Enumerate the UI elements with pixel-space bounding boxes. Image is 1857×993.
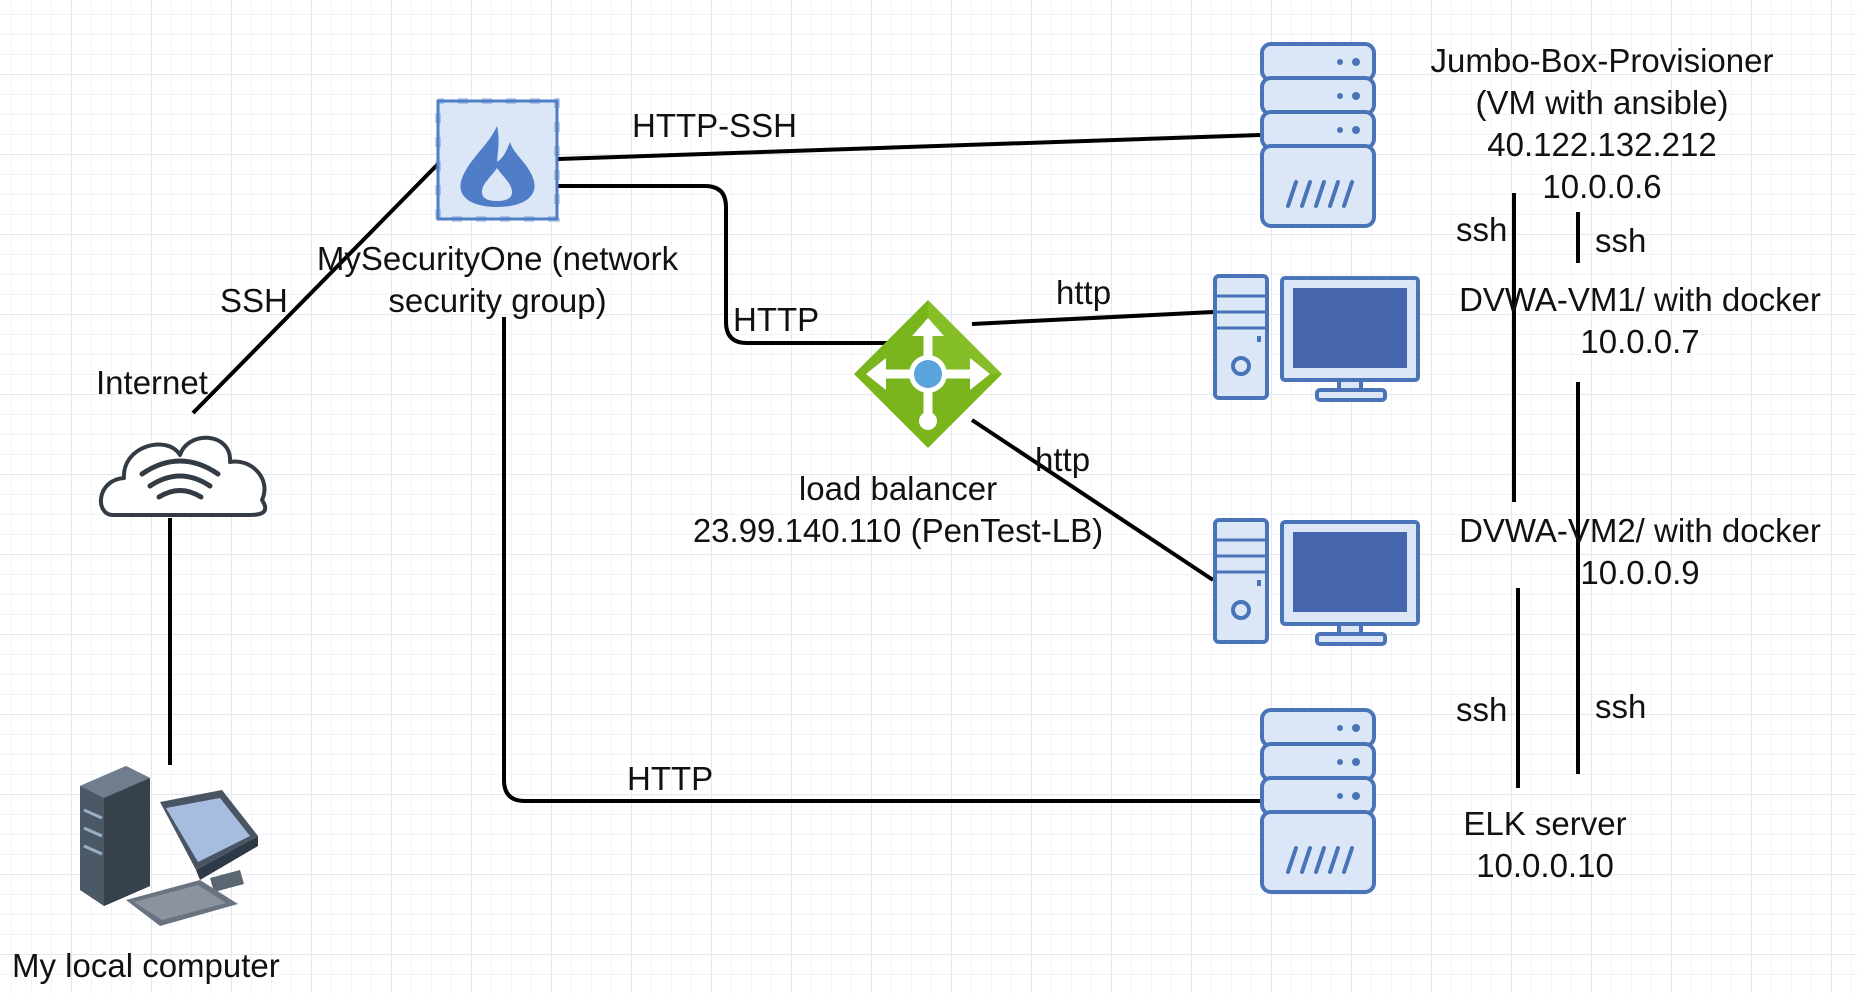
nsg-label-line2: security group) [388,282,607,319]
edge-label-nsg-lb: HTTP [733,301,820,338]
nsg-label-line1: MySecurityOne (network [316,240,679,277]
edge-label-lb-dvwa1: http [1056,274,1112,311]
jumpbox-label-line4: 10.0.0.6 [1542,168,1662,205]
edge-label-ssh-upper-left: ssh [1456,211,1508,248]
elk-label-line2: 10.0.0.10 [1476,847,1614,884]
jumpbox-label: Jumbo-Box-Provisioner (VM with ansible) … [1392,40,1812,208]
workstation-icon[interactable] [1213,274,1420,402]
workstation-icon[interactable] [1213,518,1420,646]
elk-label-line1: ELK server [1463,805,1627,842]
edge-label-lb-dvwa2: http [1035,441,1091,478]
jumpbox-label-line2: (VM with ansible) [1475,84,1729,121]
edge-internet-nsg [191,162,440,415]
elk-label: ELK server 10.0.0.10 [1345,803,1745,887]
edge-nsg-jumpbox [557,133,1261,161]
edge-label-nsg-jumpbox: HTTP-SSH [632,107,797,144]
edge-label-ssh-lower-right: ssh [1595,688,1647,725]
edge-label-ssh-lower-left: ssh [1456,691,1508,728]
cloud-wifi-icon[interactable] [99,435,268,517]
internet-label: Internet [96,364,208,401]
desktop-computer-icon[interactable] [80,766,258,926]
edge-label-nsg-elk: HTTP [627,760,714,797]
lb-label-line1: load balancer [798,470,998,507]
edge-nsg-lb [558,184,893,345]
edge-label-ssh-upper-right: ssh [1595,222,1647,259]
load-balancer-icon[interactable] [854,300,1002,448]
nsg-label: MySecurityOne (network security group) [270,238,725,322]
edge-nsg-elk [502,317,1260,803]
jumpbox-label-line1: Jumbo-Box-Provisioner [1430,42,1774,79]
jumpbox-label-line3: 40.122.132.212 [1487,126,1717,163]
edge-label-internet-nsg: SSH [220,282,288,319]
dvwa1-label-line1: DVWA-VM1/ with docker [1459,281,1821,318]
dvwa1-label: DVWA-VM1/ with docker 10.0.0.7 [1430,279,1850,363]
edge-lb-dvwa1 [971,310,1214,326]
network-security-group-icon[interactable] [435,98,560,222]
edge-lb-dvwa2 [970,418,1215,582]
load-balancer-label: load balancer 23.99.140.110 (PenTest-LB) [648,468,1148,552]
lb-label-line2: 23.99.140.110 (PenTest-LB) [692,512,1104,549]
dvwa1-label-line2: 10.0.0.7 [1580,323,1700,360]
local-computer-label: My local computer [12,947,280,984]
dvwa2-label-line2: 10.0.0.9 [1580,554,1700,591]
server-icon[interactable] [1260,42,1376,228]
dvwa2-label: DVWA-VM2/ with docker 10.0.0.9 [1430,510,1850,594]
dvwa2-label-line1: DVWA-VM2/ with docker [1459,512,1821,549]
server-icon[interactable] [1260,708,1376,894]
